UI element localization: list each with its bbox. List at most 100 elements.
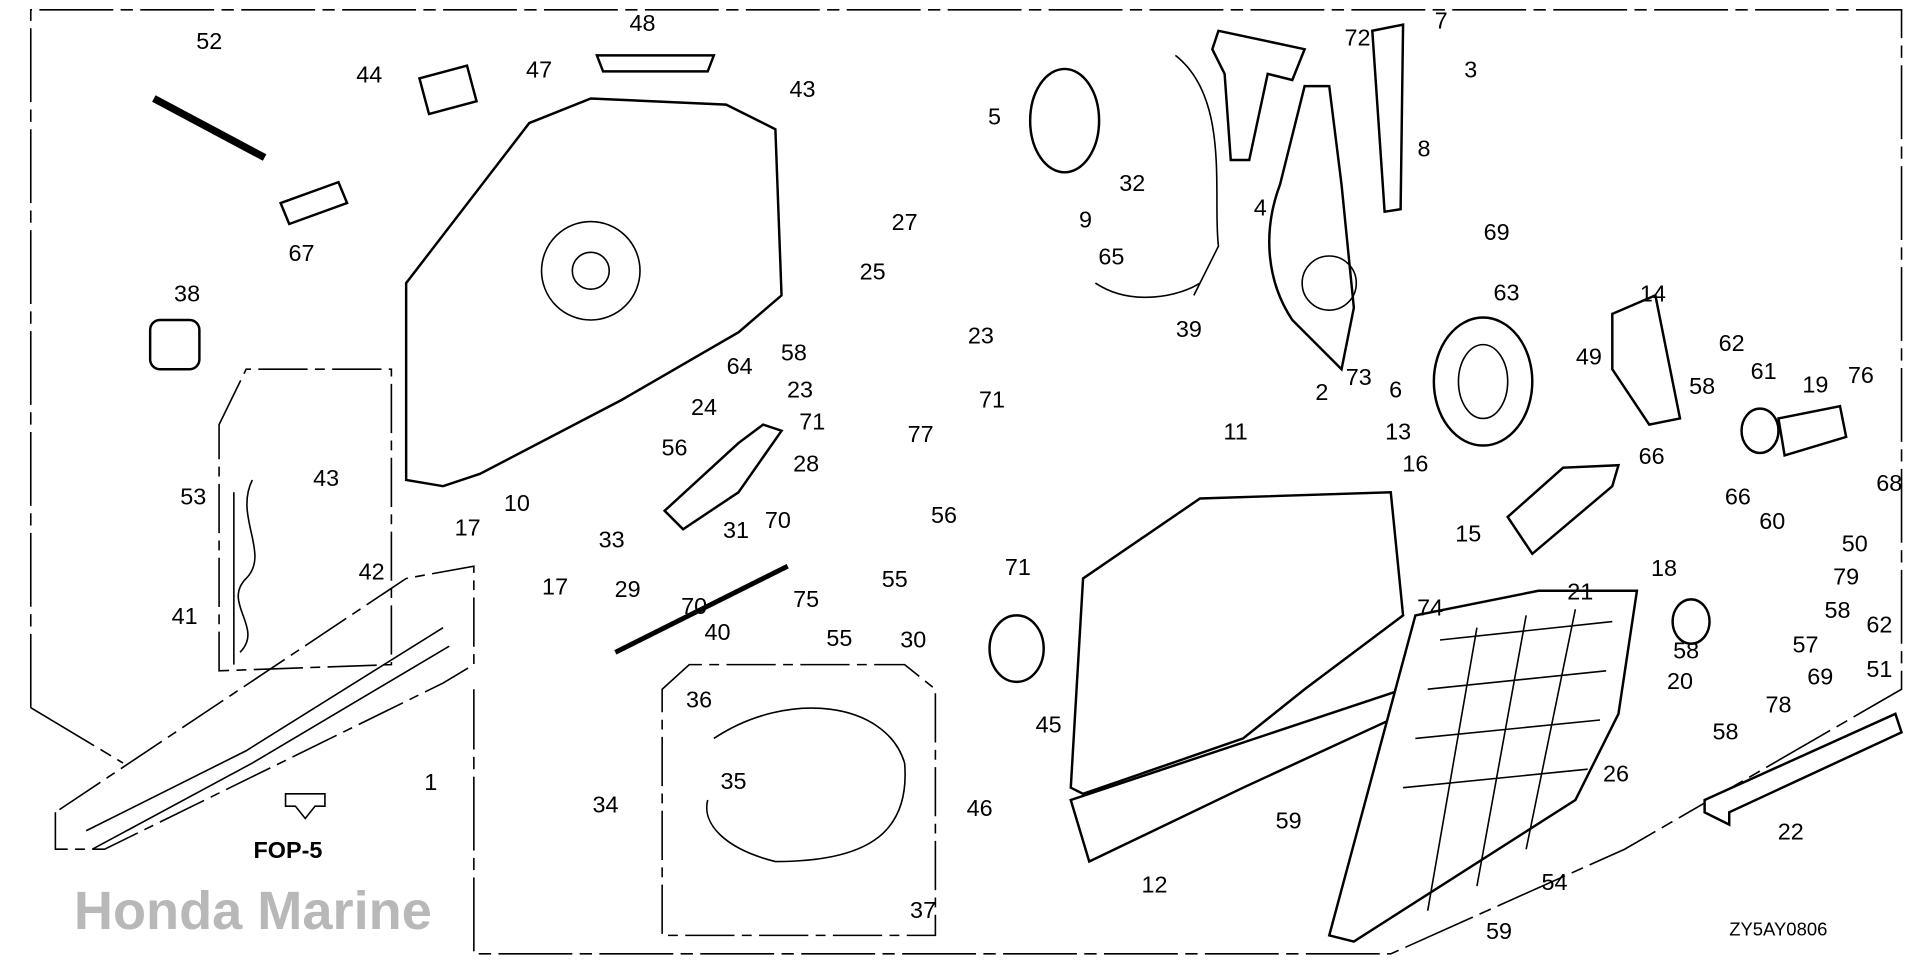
callout-58[interactable]: 58 [1689,373,1715,399]
callout-62[interactable]: 62 [1866,612,1892,638]
callout-44[interactable]: 44 [356,61,382,87]
callout-41[interactable]: 41 [172,603,198,629]
callout-6[interactable]: 6 [1389,377,1402,403]
callout-7[interactable]: 7 [1435,7,1448,33]
callout-72[interactable]: 72 [1345,25,1371,51]
callout-8[interactable]: 8 [1417,135,1430,161]
callout-36[interactable]: 36 [686,687,712,713]
callout-68[interactable]: 68 [1876,470,1902,496]
callout-71[interactable]: 71 [799,409,825,435]
callout-46[interactable]: 46 [967,795,993,821]
callout-14[interactable]: 14 [1640,281,1666,307]
cover-26-grid [1402,609,1613,911]
callout-59[interactable]: 59 [1486,918,1512,944]
callout-76[interactable]: 76 [1848,362,1874,388]
callout-66[interactable]: 66 [1639,443,1665,469]
callout-3[interactable]: 3 [1464,57,1477,83]
callout-2[interactable]: 2 [1315,379,1328,405]
callout-27[interactable]: 27 [892,209,918,235]
callout-4[interactable]: 4 [1254,194,1267,220]
callout-16[interactable]: 16 [1402,450,1428,476]
callout-64[interactable]: 64 [727,353,753,379]
callout-56[interactable]: 56 [931,502,957,528]
callout-49[interactable]: 49 [1576,343,1602,369]
callout-17[interactable]: 17 [542,573,568,599]
callout-60[interactable]: 60 [1759,508,1785,534]
callout-71[interactable]: 71 [1005,554,1031,580]
callout-73[interactable]: 73 [1346,364,1372,390]
callout-32[interactable]: 32 [1119,170,1145,196]
callout-75[interactable]: 75 [793,586,819,612]
callout-21[interactable]: 21 [1567,578,1593,604]
callout-20[interactable]: 20 [1667,668,1693,694]
callout-77[interactable]: 77 [908,421,934,447]
callout-24[interactable]: 24 [691,394,717,420]
callout-9[interactable]: 9 [1079,207,1092,233]
callout-29[interactable]: 29 [615,576,641,602]
callout-70[interactable]: 70 [765,507,791,533]
callout-45[interactable]: 45 [1036,711,1062,737]
callout-54[interactable]: 54 [1541,869,1567,895]
callout-43[interactable]: 43 [789,76,815,102]
callout-66[interactable]: 66 [1725,484,1751,510]
callout-30[interactable]: 30 [900,626,926,652]
callout-13[interactable]: 13 [1385,418,1411,444]
callout-12[interactable]: 12 [1141,871,1167,897]
callout-59[interactable]: 59 [1276,807,1302,833]
callout-39[interactable]: 39 [1176,316,1202,342]
lever-arm-2 [1268,84,1356,372]
callout-37[interactable]: 37 [910,897,936,923]
callout-10[interactable]: 10 [504,490,530,516]
callout-17[interactable]: 17 [455,514,481,540]
callout-55[interactable]: 55 [826,625,852,651]
callout-61[interactable]: 61 [1751,358,1777,384]
callout-57[interactable]: 57 [1793,631,1819,657]
callout-58[interactable]: 58 [1825,597,1851,623]
callout-18[interactable]: 18 [1651,555,1677,581]
callout-51[interactable]: 51 [1866,656,1892,682]
reference-fop-5[interactable]: FOP-5 [254,837,323,863]
callout-53[interactable]: 53 [180,484,206,510]
callout-67[interactable]: 67 [289,240,315,266]
callout-31[interactable]: 31 [723,517,749,543]
callout-47[interactable]: 47 [526,57,552,83]
callout-74[interactable]: 74 [1417,594,1443,620]
callout-71[interactable]: 71 [979,386,1005,412]
callout-42[interactable]: 42 [359,559,385,585]
callout-1[interactable]: 1 [424,769,437,795]
callout-65[interactable]: 65 [1098,244,1124,270]
callout-63[interactable]: 63 [1493,279,1519,305]
callout-70[interactable]: 70 [681,593,707,619]
callout-22[interactable]: 22 [1778,818,1804,844]
callout-50[interactable]: 50 [1842,530,1868,556]
callout-15[interactable]: 15 [1455,521,1481,547]
callout-43[interactable]: 43 [313,465,339,491]
callout-62[interactable]: 62 [1719,330,1745,356]
callout-5[interactable]: 5 [988,103,1001,129]
callout-69[interactable]: 69 [1484,219,1510,245]
callout-23[interactable]: 23 [968,322,994,348]
callout-58[interactable]: 58 [781,340,807,366]
callout-34[interactable]: 34 [593,791,619,817]
callout-58[interactable]: 58 [1713,719,1739,745]
callout-56[interactable]: 56 [661,434,687,460]
callout-58[interactable]: 58 [1673,637,1699,663]
callout-48[interactable]: 48 [629,10,655,36]
callout-79[interactable]: 79 [1833,564,1859,590]
callout-38[interactable]: 38 [174,281,200,307]
callout-35[interactable]: 35 [721,768,747,794]
callout-26[interactable]: 26 [1603,761,1629,787]
callout-40[interactable]: 40 [705,619,731,645]
ring-5 [1028,67,1101,174]
callout-25[interactable]: 25 [860,258,886,284]
callout-19[interactable]: 19 [1802,372,1828,398]
callout-28[interactable]: 28 [793,450,819,476]
callout-23[interactable]: 23 [787,377,813,403]
callout-52[interactable]: 52 [196,28,222,54]
cable-1 [85,627,450,850]
callout-11[interactable]: 11 [1224,418,1248,444]
callout-55[interactable]: 55 [882,566,908,592]
callout-78[interactable]: 78 [1765,692,1791,718]
callout-33[interactable]: 33 [599,527,625,553]
callout-69[interactable]: 69 [1807,663,1833,689]
